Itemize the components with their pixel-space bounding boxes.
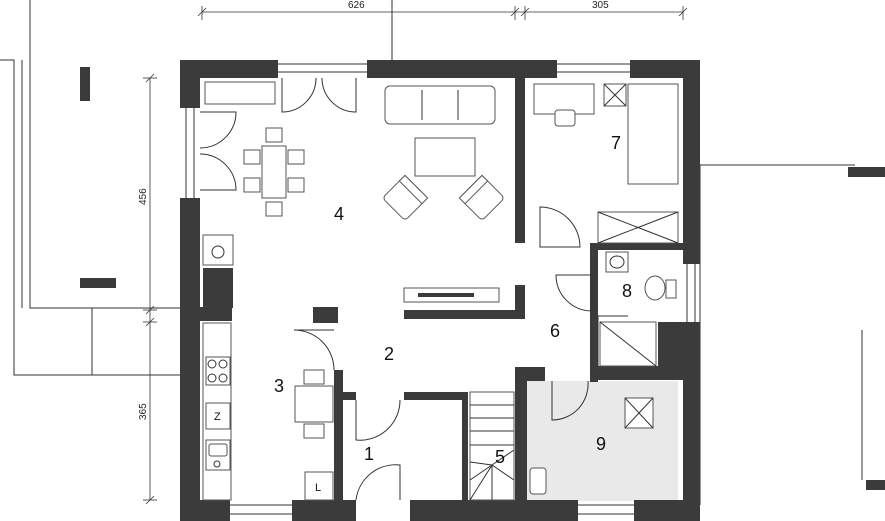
terrace-post — [866, 480, 885, 490]
fridge-label: Z — [214, 411, 221, 423]
dimension-top: 626 305 — [197, 0, 688, 20]
room-label-6: 6 — [550, 321, 560, 341]
doors — [199, 77, 628, 501]
living-furniture — [204, 81, 504, 303]
interior-walls — [200, 78, 683, 507]
bathroom-furniture — [599, 251, 677, 367]
room-7-furniture — [533, 83, 679, 244]
room-label-9: 9 — [596, 434, 606, 454]
room-label-3: 3 — [274, 376, 284, 396]
cabinet-label: L — [315, 482, 321, 494]
exterior-walls — [180, 60, 700, 521]
terrace-post — [80, 278, 116, 288]
room-label-5: 5 — [495, 447, 505, 467]
dimension-label-left-upper: 456 — [138, 188, 149, 205]
dimension-label-top-right: 305 — [592, 0, 609, 11]
terrace-post — [848, 167, 885, 177]
room-label-8: 8 — [622, 281, 632, 301]
windows — [185, 63, 696, 515]
dimension-left: 456 365 — [138, 73, 157, 505]
staircase — [469, 391, 515, 501]
room-label-4: 4 — [334, 204, 344, 224]
room-label-2: 2 — [384, 344, 394, 364]
site-outline — [0, 0, 863, 505]
room-label-7: 7 — [611, 133, 621, 153]
dimension-label-top-left: 626 — [348, 0, 365, 11]
kitchen-furniture — [202, 234, 334, 501]
dimension-label-left-lower: 365 — [138, 403, 149, 420]
room-label-1: 1 — [364, 444, 374, 464]
terrace-post — [80, 67, 90, 101]
utility-furniture — [529, 397, 654, 495]
